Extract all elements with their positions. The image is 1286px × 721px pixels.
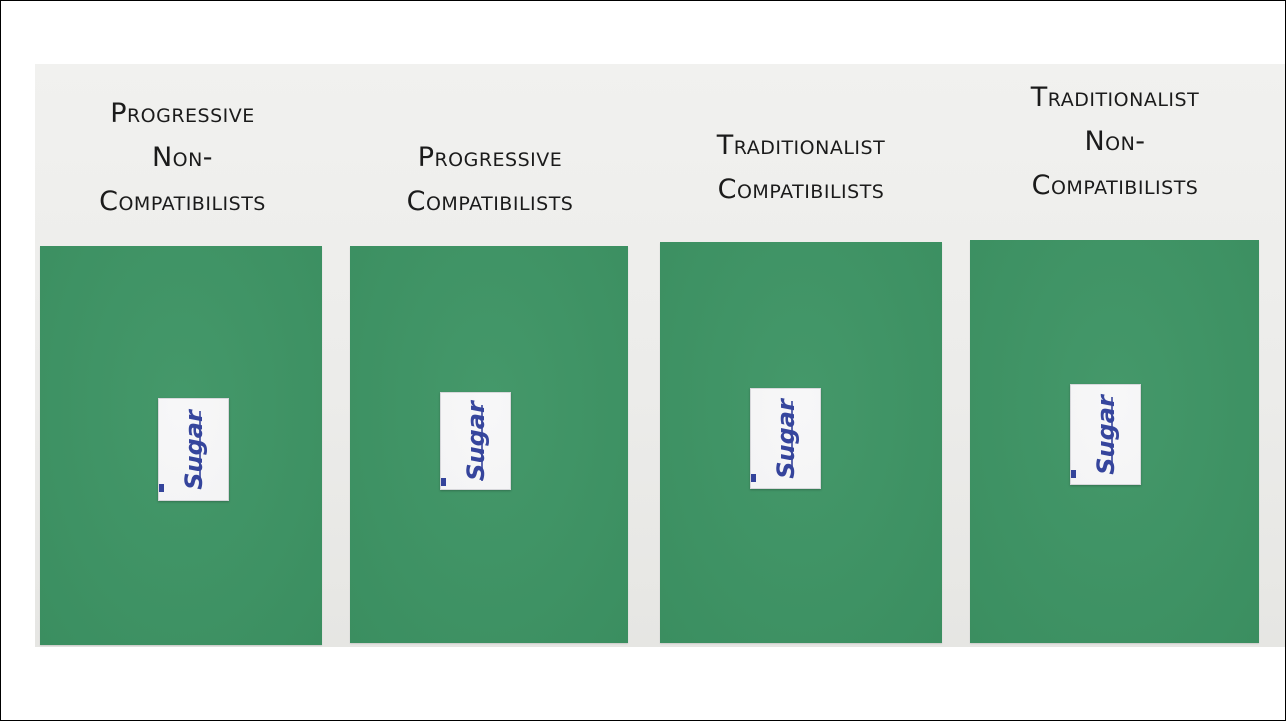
label-line: Compatibilists [1031,170,1199,201]
packet-brand-text: Sugar [1091,394,1120,475]
label-line: Progressive [417,142,563,173]
packet-brand-text: Sugar [461,401,490,481]
green-paper: Sugar [660,242,942,643]
packet-stripe [751,474,756,482]
column-progressive-compatibilists: Progressive Compatibilists Sugar [350,64,630,647]
column-traditionalist-compatibilists: Traditionalist Compatibilists Sugar [660,64,942,647]
packet-brand-text: Sugar [771,398,800,479]
green-paper: Sugar [40,246,322,645]
packet-swoosh [481,405,483,481]
sugar-packet: Sugar [158,398,229,501]
sugar-packet: Sugar [750,388,821,489]
label-line: Compatibilists [406,186,574,217]
column-label: Progressive Compatibilists [350,136,630,224]
label-line: Compatibilists [99,186,266,217]
column-label: Progressive Non- Compatibilists [40,92,325,224]
packet-stripe [441,478,446,486]
label-line: Non- [151,142,214,173]
packet-stripe [159,484,164,492]
packet-stripe [1071,470,1076,478]
sugar-packet: Sugar [1070,384,1141,485]
packet-brand-text: Sugar [179,409,208,490]
sugar-packet: Sugar [440,392,511,490]
label-line: Compatibilists [717,174,885,205]
packet-swoosh [199,411,201,487]
label-line: Non- [1084,126,1146,157]
column-progressive-non-compatibilists: Progressive Non- Compatibilists Sugar [40,64,325,647]
packet-swoosh [791,401,793,477]
column-label: Traditionalist Non- Compatibilists [970,76,1260,208]
packet-swoosh [1111,397,1113,473]
column-label: Traditionalist Compatibilists [660,124,942,212]
green-paper: Sugar [350,246,628,643]
label-line: Progressive [110,98,255,129]
label-line: Traditionalist [1030,82,1200,113]
green-paper: Sugar [970,240,1259,643]
label-line: Traditionalist [716,130,886,161]
photo: Progressive Non- Compatibilists Sugar Pr… [35,64,1285,647]
column-traditionalist-non-compatibilists: Traditionalist Non- Compatibilists Sugar [970,64,1260,647]
